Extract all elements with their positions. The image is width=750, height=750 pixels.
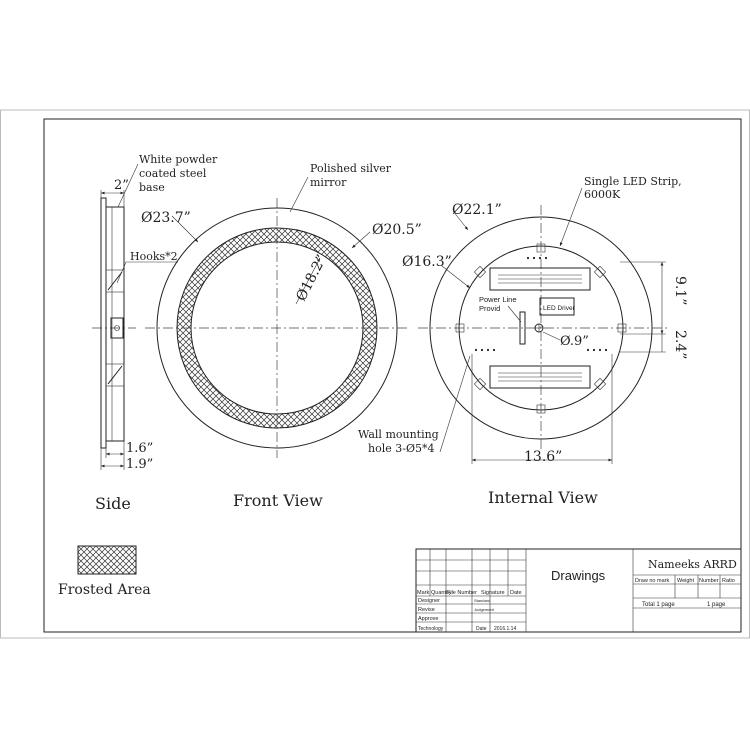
led-driver-box [539,297,575,316]
internal-led-driver-label: LED Driver [543,305,576,312]
side-dim-a: 1.6” [126,441,153,456]
col-mark: Mark [417,590,429,596]
row-designer-signature: Standard [474,598,490,603]
legend-frosted-swatch [77,545,137,575]
front-view: Polished silver mirror Ø23.7” Ø20.5” Ø18… [141,162,422,510]
cell-weight: Weight [677,578,694,584]
internal-power-line-note-line2: Provid [479,304,500,313]
internal-power-line-note-line1: Power Line [479,295,517,304]
led-strip-top [489,267,591,291]
side-view-title: Side [95,494,131,513]
row-revise-signature: Judgement [474,607,495,612]
legend: Frosted Area [58,545,151,598]
internal-view-title: Internal View [488,488,598,507]
front-view-title: Front View [233,491,323,510]
side-base-note-line2: coated steel [139,167,207,180]
row-revise: Revise [418,607,435,613]
col-signature: Signature [481,590,505,596]
internal-inner-dia: Ø16.3” [402,254,452,270]
internal-hole-dia: Ø.9” [560,334,589,349]
title-company: Nameeks ARRD [648,558,737,571]
title-block: Drawings Nameeks ARRD Mark Quantity File… [415,548,742,633]
row-designer: Designer [418,598,440,604]
front-outer-dia: Ø23.7” [141,210,191,226]
row-date-label: Date [476,626,487,632]
cell-page: 1 page [707,602,726,608]
side-depth-dim: 2” [114,178,129,193]
internal-strip-note-line1: Single LED Strip, [584,175,682,188]
col-file-number: File Number [447,590,477,596]
front-inner-dia: Ø20.5” [372,222,422,238]
cell-total-pages: Total 1 page [642,602,675,608]
cell-draw-no-mark: Draw no mark [635,578,669,584]
side-base-note-line1: White powder [139,153,218,166]
internal-outer-dia: Ø22.1” [452,202,502,218]
side-hooks-note: Hooks*2 [130,250,178,263]
led-strip-bottom [489,365,591,389]
internal-offset-dim: 2.4” [672,330,688,359]
internal-height-dim: 9.1” [672,276,688,305]
internal-width-dim: 13.6” [524,449,562,465]
side-base-note-line3: base [139,181,165,194]
legend-frosted-label: Frosted Area [58,582,151,598]
row-technology: Technology [418,626,444,632]
front-mirror-note-line2: mirror [310,176,347,189]
drawing-frame [43,118,742,633]
cell-ratio: Ratio [722,578,735,584]
row-date-value: 2016.1.14 [494,626,516,632]
internal-wall-note-line2: hole 3-Ø5*4 [368,442,434,455]
front-clear-dia: Ø18.2” [293,252,330,304]
row-approve: Approve [418,616,439,622]
side-dim-b: 1.9” [126,457,153,472]
front-mirror-note-line1: Polished silver [310,162,392,175]
col-quantity: Quantity [431,590,452,596]
cell-number: Number [699,578,719,584]
col-date: Date [510,590,522,596]
internal-view: Single LED Strip, 6000K Ø22.1” Ø16.3” Po… [358,175,688,507]
title-drawings: Drawings [551,568,606,583]
internal-wall-note-line1: Wall mounting [358,428,439,441]
side-view: White powder coated steel base 2” Hooks*… [92,153,218,513]
internal-strip-note-line2: 6000K [584,188,621,201]
